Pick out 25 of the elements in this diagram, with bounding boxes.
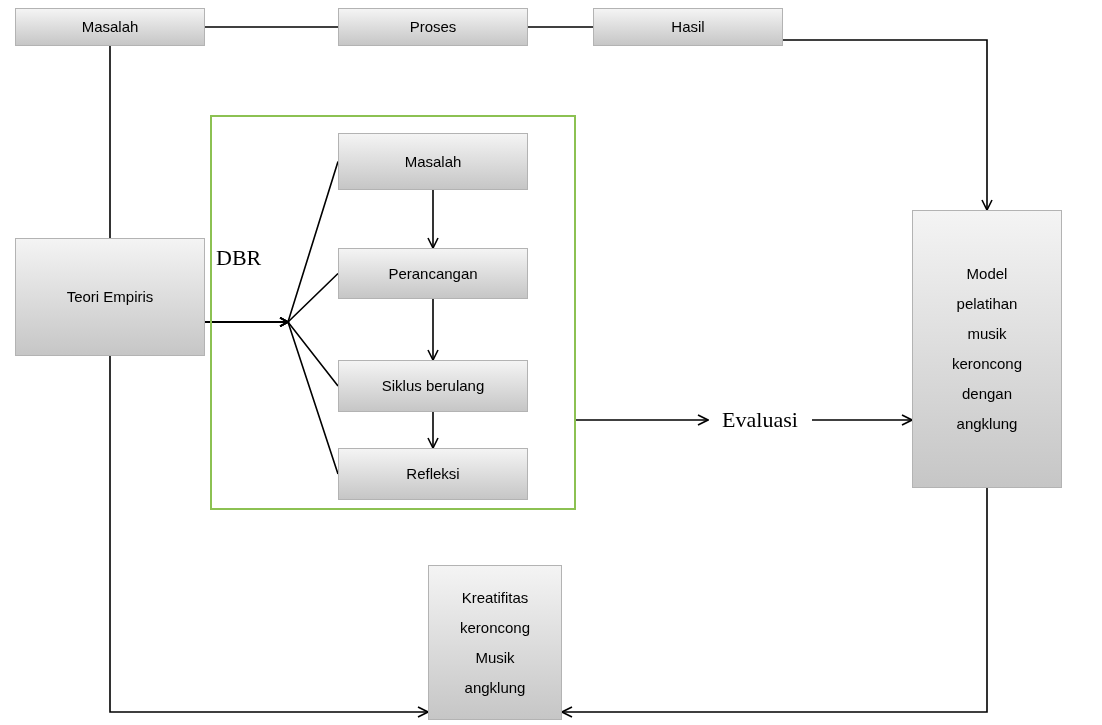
arrow [811, 414, 913, 426]
process-box: Proses [338, 8, 528, 46]
process-box: Teori Empiris [15, 238, 205, 356]
connector-line [527, 26, 594, 28]
group-title: DBR [216, 245, 262, 271]
group-frame [210, 115, 576, 510]
process-box: Masalah [15, 8, 205, 46]
process-box: Hasil [593, 8, 783, 46]
arrow [427, 411, 439, 449]
process-box: Model pelatihan musik keroncong dengan angklung [912, 210, 1062, 488]
connector-line [109, 45, 111, 239]
process-box: Masalah [338, 133, 528, 190]
process-box: Perancangan [338, 248, 528, 299]
arrow [575, 414, 709, 426]
process-box: Siklus berulang [338, 360, 528, 412]
step-label: Evaluasi [708, 402, 812, 438]
arrow [427, 189, 439, 249]
process-box: Kreatifitas keroncong Musik angklung [428, 565, 562, 720]
arrow [561, 487, 988, 718]
arrow [204, 316, 339, 475]
arrow [427, 298, 439, 361]
connector-line [204, 26, 339, 28]
arrow [109, 355, 429, 718]
process-box: Refleksi [338, 448, 528, 500]
arrow [782, 39, 993, 211]
